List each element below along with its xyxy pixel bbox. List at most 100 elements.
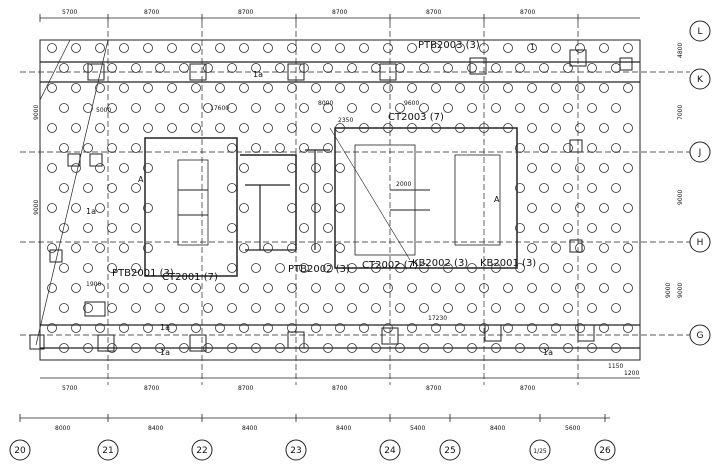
pile-circle bbox=[263, 283, 273, 293]
pile-circle bbox=[179, 343, 189, 353]
pile-circle bbox=[47, 283, 57, 293]
pile-circle bbox=[215, 123, 225, 133]
pile-circle bbox=[443, 63, 453, 73]
pile-circle bbox=[203, 343, 213, 353]
pile-circle bbox=[143, 43, 153, 53]
label-ct2001: CT2001 (7) bbox=[162, 272, 218, 283]
pile-circle bbox=[299, 183, 309, 193]
grid-label-20: 20 bbox=[14, 446, 26, 456]
pile-circle bbox=[383, 123, 393, 133]
pile-circle bbox=[587, 143, 597, 153]
pile-circle bbox=[143, 323, 153, 333]
mark-1a-bottom: 1a bbox=[160, 323, 170, 332]
pile-circle bbox=[227, 103, 237, 113]
pile-circle bbox=[587, 183, 597, 193]
bottom-dim-3: 8700 bbox=[238, 385, 253, 392]
pile-circle bbox=[311, 323, 321, 333]
left-dim-1: 9000 bbox=[33, 105, 40, 120]
dim-9600: 9600 bbox=[404, 100, 419, 107]
grid-label-26: 26 bbox=[599, 446, 611, 456]
pile-circle bbox=[395, 303, 405, 313]
pile-circle bbox=[191, 43, 201, 53]
pile-circle bbox=[347, 103, 357, 113]
pile-circle bbox=[347, 343, 357, 353]
grid-label-1-25: 1/25 bbox=[533, 448, 547, 455]
pile-circle bbox=[587, 343, 597, 353]
bottom2-dim-2: 8400 bbox=[148, 425, 163, 432]
pile-circle bbox=[407, 283, 417, 293]
label-kb2001: KB2001 (3) bbox=[480, 258, 536, 269]
grid-label-21: 21 bbox=[102, 446, 113, 456]
bottom2-dim-3: 8400 bbox=[242, 425, 257, 432]
pile-circle bbox=[119, 163, 129, 173]
pile-circle bbox=[95, 283, 105, 293]
pile-circle bbox=[323, 103, 333, 113]
pile-circle bbox=[131, 263, 141, 273]
pile-circle bbox=[383, 323, 393, 333]
pile-circle bbox=[47, 123, 57, 133]
pile-circle bbox=[59, 143, 69, 153]
pile-circle bbox=[623, 163, 633, 173]
pile-circle bbox=[479, 283, 489, 293]
left-dim-2: 9000 bbox=[33, 200, 40, 215]
pile-circle bbox=[227, 303, 237, 313]
pile-circle bbox=[143, 283, 153, 293]
pile-circle bbox=[239, 123, 249, 133]
bottom-dim-5: 8700 bbox=[426, 385, 441, 392]
pile-circle bbox=[539, 343, 549, 353]
pile-circle bbox=[323, 63, 333, 73]
pile-circle bbox=[299, 223, 309, 233]
pile-circle bbox=[611, 143, 621, 153]
pile-circle bbox=[275, 103, 285, 113]
pile-circle bbox=[335, 243, 345, 253]
label-ct2003: CT2003 (7) bbox=[388, 112, 444, 123]
pile-circle bbox=[479, 83, 489, 93]
label-kb2002: KB2002 (3) bbox=[412, 258, 468, 269]
pile-circle bbox=[263, 83, 273, 93]
label-ct2002: CT2002 (7) bbox=[362, 260, 418, 271]
pile-circle bbox=[215, 43, 225, 53]
pile-circle bbox=[83, 143, 93, 153]
pile-circle bbox=[263, 323, 273, 333]
pile-circle bbox=[563, 183, 573, 193]
pile-circle bbox=[47, 43, 57, 53]
pile-circle bbox=[575, 203, 585, 213]
pile-circle bbox=[443, 103, 453, 113]
pile-circle bbox=[95, 83, 105, 93]
pile-circle bbox=[287, 283, 297, 293]
dim-5000: 5000 bbox=[96, 107, 111, 114]
pile-circle bbox=[47, 83, 57, 93]
pile-circle bbox=[131, 223, 141, 233]
bottom-dimensions-row1: 5700 8700 8700 8700 8700 8700 bbox=[62, 385, 535, 392]
pile-circle bbox=[335, 163, 345, 173]
pile-circle bbox=[383, 43, 393, 53]
pile-circle bbox=[239, 323, 249, 333]
pile-circle bbox=[551, 43, 561, 53]
grid-label-G: G bbox=[697, 331, 704, 341]
pile-circle bbox=[59, 303, 69, 313]
pile-circle bbox=[611, 303, 621, 313]
pile-circle bbox=[155, 343, 165, 353]
pile-circle bbox=[71, 43, 81, 53]
pile-circle bbox=[515, 343, 525, 353]
pile-circle bbox=[179, 63, 189, 73]
pile-circle bbox=[275, 303, 285, 313]
pile-circle bbox=[287, 123, 297, 133]
pile-circle bbox=[131, 143, 141, 153]
mark-1a-left: 1a bbox=[86, 207, 96, 216]
pile-circle bbox=[335, 203, 345, 213]
pile-circle bbox=[527, 283, 537, 293]
pile-circle bbox=[287, 163, 297, 173]
bottom-dimensions-row2: 8000 8400 8400 8400 5400 8400 5600 bbox=[55, 425, 580, 432]
pile-circle bbox=[395, 263, 405, 273]
pile-circle bbox=[95, 43, 105, 53]
pile-circle bbox=[407, 83, 417, 93]
pile-circle bbox=[71, 83, 81, 93]
pile-circle bbox=[83, 223, 93, 233]
pile-circle bbox=[443, 303, 453, 313]
pile-circle bbox=[95, 123, 105, 133]
pile-circle bbox=[359, 323, 369, 333]
pile-circle bbox=[155, 63, 165, 73]
pile-circle bbox=[527, 163, 537, 173]
